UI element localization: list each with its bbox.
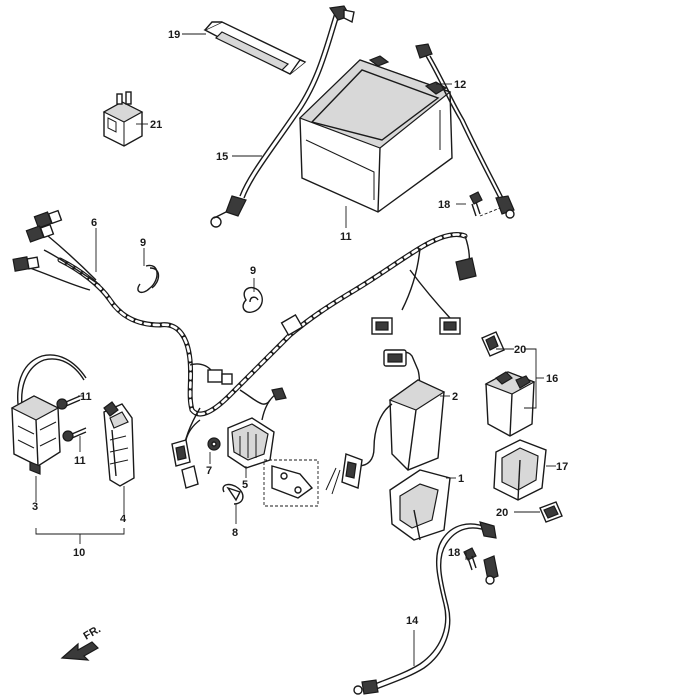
terminal-bolt-upper bbox=[469, 191, 501, 217]
callout-2: 2 bbox=[452, 391, 458, 403]
callout-10: 10 bbox=[73, 547, 85, 559]
harness-clamp-upper bbox=[137, 264, 160, 294]
callout-labels: 19 21 15 12 11 18 6 9 9 20 16 2 1 17 20 … bbox=[32, 29, 568, 627]
callout-20-upper: 20 bbox=[514, 344, 526, 356]
callout-8: 8 bbox=[232, 527, 238, 539]
harness-connectors bbox=[12, 209, 477, 385]
callout-9-lower: 9 bbox=[250, 265, 256, 277]
relay-cover bbox=[493, 439, 547, 501]
starter-relay bbox=[484, 371, 536, 437]
main-wire-harness bbox=[29, 232, 470, 459]
callout-5: 5 bbox=[242, 479, 248, 491]
fuse-upper bbox=[481, 331, 505, 357]
callout-4: 4 bbox=[120, 513, 127, 525]
callout-7: 7 bbox=[206, 465, 212, 477]
battery-strap bbox=[203, 21, 307, 75]
callout-11-lower: 11 bbox=[74, 455, 86, 467]
battery-cable-negative bbox=[210, 5, 355, 228]
grommet bbox=[207, 437, 221, 451]
coil-bolt-lower bbox=[62, 427, 87, 442]
battery bbox=[298, 55, 453, 213]
relay bbox=[102, 91, 144, 147]
callout-16: 16 bbox=[546, 373, 558, 385]
coil-bolt-upper bbox=[56, 395, 81, 410]
callout-1: 1 bbox=[458, 473, 464, 485]
harness-plug-lower bbox=[171, 419, 201, 489]
callout-9-upper: 9 bbox=[140, 237, 146, 249]
wire-clip bbox=[222, 483, 244, 505]
harness-clamp-lower bbox=[242, 286, 263, 314]
callout-17: 17 bbox=[556, 461, 568, 473]
front-direction-label: FR. bbox=[82, 623, 103, 642]
callout-14: 14 bbox=[406, 615, 419, 627]
callout-18-upper: 18 bbox=[438, 199, 450, 211]
regulator-bracket bbox=[263, 459, 319, 507]
spark-plug-cap bbox=[103, 401, 135, 487]
ignition-coil bbox=[10, 354, 87, 475]
callout-21: 21 bbox=[150, 119, 162, 131]
starter-cable bbox=[353, 521, 499, 695]
callout-20-lower: 20 bbox=[496, 507, 508, 519]
callout-12: 11 bbox=[340, 231, 352, 243]
callout-13: 12 bbox=[454, 79, 466, 91]
terminal-bolt-lower bbox=[463, 547, 477, 571]
callout-11-upper: 11 bbox=[80, 391, 92, 403]
regulator-rectifier bbox=[227, 387, 287, 469]
cdi-unit bbox=[325, 349, 446, 495]
callout-18-lower: 18 bbox=[448, 547, 460, 559]
front-arrow-icon bbox=[60, 641, 99, 661]
callout-3: 3 bbox=[32, 501, 38, 513]
callout-19: 19 bbox=[168, 29, 180, 41]
battery-cable-positive bbox=[415, 43, 515, 219]
fuse-lower bbox=[539, 501, 563, 523]
callout-15: 15 bbox=[216, 151, 228, 163]
callout-6: 6 bbox=[91, 217, 97, 229]
leader-lines bbox=[35, 33, 556, 666]
cdi-cover bbox=[389, 469, 451, 541]
